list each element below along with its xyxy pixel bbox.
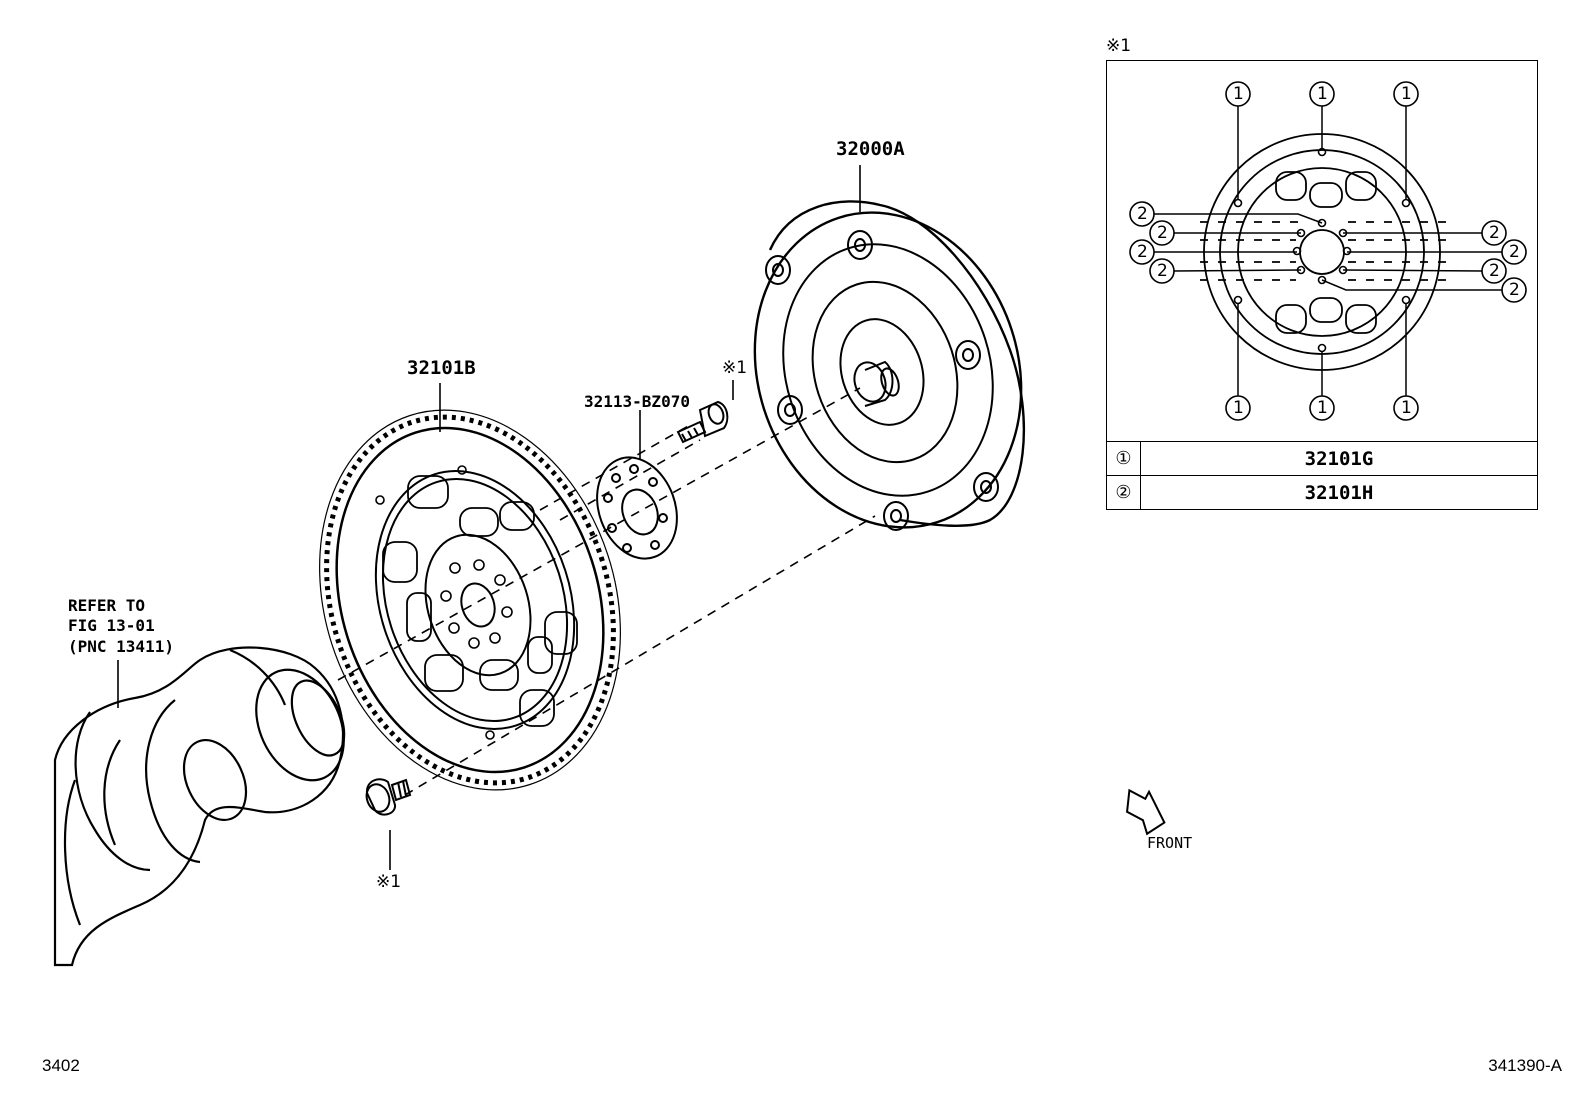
label-front: FRONT — [1147, 834, 1193, 852]
legend-part-2: 32101H — [1304, 481, 1374, 504]
torque-converter-drawing — [753, 200, 1026, 531]
callout-1: 1 — [1401, 84, 1412, 104]
footer-left-code: 3402 — [42, 1056, 80, 1075]
callout-1: 1 — [1317, 398, 1328, 418]
label-torque-converter: 32000A — [836, 138, 905, 160]
legend-row-1: ① 32101G — [1106, 441, 1538, 476]
label-spacer: 32113-BZ070 — [584, 392, 690, 411]
callout-2: 2 — [1489, 261, 1500, 281]
crankshaft-drawing — [53, 646, 346, 967]
callout-2: 2 — [1137, 242, 1148, 262]
refer-line-3: (PNC 13411) — [68, 637, 174, 656]
inset-plate-drawing — [1154, 106, 1502, 396]
callout-2: 2 — [1509, 280, 1520, 300]
callout-1: 1 — [1233, 398, 1244, 418]
callout-1: 1 — [1233, 84, 1244, 104]
label-note-bolt-upper: ※1 — [722, 358, 748, 378]
callout-2: 2 — [1157, 261, 1168, 281]
callout-2: 2 — [1509, 242, 1520, 262]
drive-plate-drawing — [319, 409, 621, 791]
bolt-lower-drawing — [365, 778, 412, 816]
inset-title: ※1 — [1106, 36, 1132, 56]
legend-row-2: ② 32101H — [1106, 475, 1538, 510]
assembly-lines — [337, 387, 876, 796]
front-arrow-icon — [1125, 788, 1166, 836]
refer-line-2: FIG 13-01 — [68, 616, 155, 635]
footer-right-code: 341390-A — [1488, 1056, 1562, 1075]
bolt-upper-drawing — [676, 400, 729, 444]
callout-2: 2 — [1489, 223, 1500, 243]
legend-key-1: ① — [1107, 442, 1141, 475]
spacer-plate-drawing — [596, 456, 678, 560]
label-note-bolt-lower: ※1 — [376, 872, 402, 892]
legend-part-1: 32101G — [1304, 447, 1374, 470]
label-leaders — [117, 165, 861, 870]
callout-2: 2 — [1137, 204, 1148, 224]
refer-line-1: REFER TO — [68, 596, 146, 615]
label-drive-plate: 32101B — [407, 357, 476, 379]
callout-2: 2 — [1157, 223, 1168, 243]
legend-key-2: ② — [1107, 476, 1141, 509]
callout-1: 1 — [1317, 84, 1328, 104]
callout-1: 1 — [1401, 398, 1412, 418]
